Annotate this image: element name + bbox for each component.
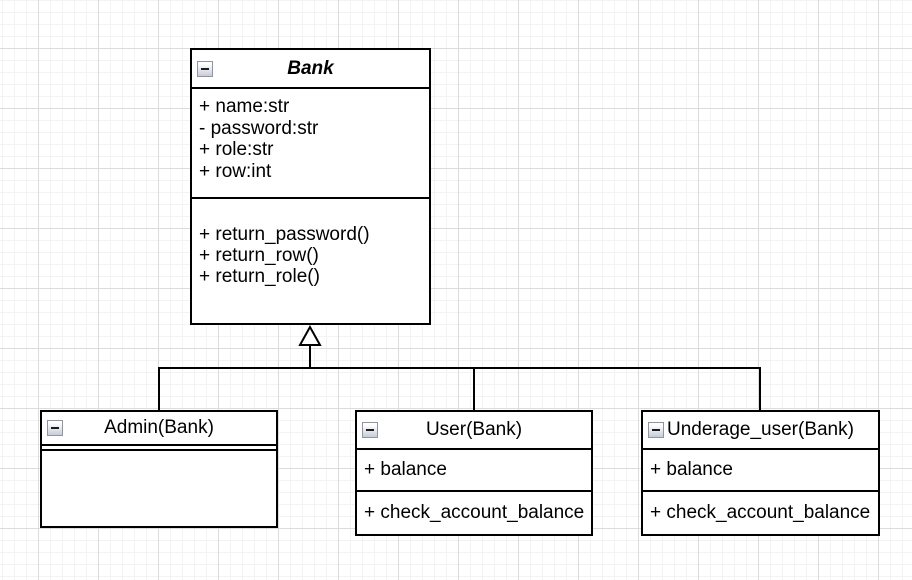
methods-compartment-underage-user: + check_account_balance xyxy=(643,492,878,534)
method-line: + return_row() xyxy=(199,245,319,266)
minus-icon xyxy=(652,429,660,431)
inheritance-edge-admin[interactable] xyxy=(158,346,311,410)
minus-icon xyxy=(201,67,209,70)
inheritance-edge-user[interactable] xyxy=(309,346,475,410)
class-title-underage-user: Underage_user(Bank) xyxy=(667,419,854,440)
class-title-bank: Bank xyxy=(287,57,334,79)
attributes-compartment-bank: + name:str - password:str + role:str + r… xyxy=(192,89,429,199)
attribute-line: + role:str xyxy=(199,139,274,160)
class-header-user: User(Bank) xyxy=(357,412,591,450)
minus-icon xyxy=(366,429,374,431)
minus-icon xyxy=(51,427,59,429)
attribute-line: - password:str xyxy=(199,117,319,139)
class-header-bank: Bank xyxy=(192,50,429,89)
class-box-underage-user[interactable]: Underage_user(Bank) + balance + check_ac… xyxy=(641,410,880,536)
class-box-user[interactable]: User(Bank) + balance + check_account_bal… xyxy=(355,410,593,536)
attribute-line: + balance xyxy=(650,459,733,480)
inheritance-arrow-icon xyxy=(298,324,322,346)
method-line: + check_account_balance xyxy=(650,502,871,523)
method-line: + check_account_balance xyxy=(364,502,585,523)
methods-compartment-user: + check_account_balance xyxy=(357,492,591,534)
class-header-admin: Admin(Bank) xyxy=(42,412,276,446)
inheritance-edge-underage-user[interactable] xyxy=(309,346,761,410)
attribute-line: + row:int xyxy=(199,160,272,182)
method-line: + return_role() xyxy=(199,266,320,287)
attributes-compartment-underage-user: + balance xyxy=(643,450,878,492)
collapse-icon[interactable] xyxy=(362,422,378,438)
class-header-underage-user: Underage_user(Bank) xyxy=(643,412,878,450)
attribute-line: + balance xyxy=(364,459,447,480)
class-title-admin: Admin(Bank) xyxy=(104,417,214,438)
collapse-icon[interactable] xyxy=(47,420,63,436)
class-title-user: User(Bank) xyxy=(425,419,523,440)
attribute-line: + name:str xyxy=(199,96,290,117)
collapse-icon[interactable] xyxy=(197,60,213,77)
attributes-compartment-admin xyxy=(42,446,276,451)
collapse-icon[interactable] xyxy=(648,422,664,438)
method-line: + return_password() xyxy=(199,224,370,245)
methods-compartment-bank: + return_password() + return_row() + ret… xyxy=(192,199,429,287)
attributes-compartment-user: + balance xyxy=(357,450,591,492)
class-box-admin[interactable]: Admin(Bank) xyxy=(40,410,278,528)
class-box-bank[interactable]: Bank + name:str - password:str + role:st… xyxy=(190,48,431,325)
